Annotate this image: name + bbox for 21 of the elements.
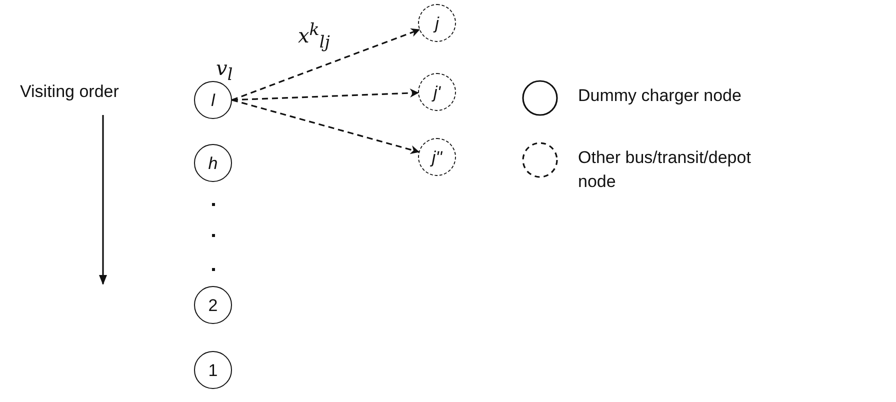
legend-text: Other bus/transit/depot node xyxy=(578,147,752,193)
node-circle xyxy=(194,144,232,182)
dashed-arrow xyxy=(232,88,419,101)
node-label: j xyxy=(435,14,439,32)
axis-label: Visiting order xyxy=(20,82,119,102)
variable-label: v$_{l}$ xyxy=(216,58,233,84)
node-label: 1 xyxy=(208,362,218,378)
node-circle xyxy=(418,73,456,111)
dashed-arrow xyxy=(232,99,420,154)
node-label: j' xyxy=(433,84,441,100)
node-circle xyxy=(194,81,232,119)
node-label: h xyxy=(208,154,218,172)
node-circle xyxy=(194,286,232,324)
dashed-arrow xyxy=(232,28,420,101)
node-label: j'' xyxy=(432,148,442,166)
node-label: l xyxy=(211,92,215,108)
node-circle xyxy=(418,138,456,176)
legend-text: Dummy charger node xyxy=(578,85,742,107)
node-label: 2 xyxy=(208,296,218,314)
node-circle xyxy=(194,351,232,389)
node-circle xyxy=(418,4,456,42)
